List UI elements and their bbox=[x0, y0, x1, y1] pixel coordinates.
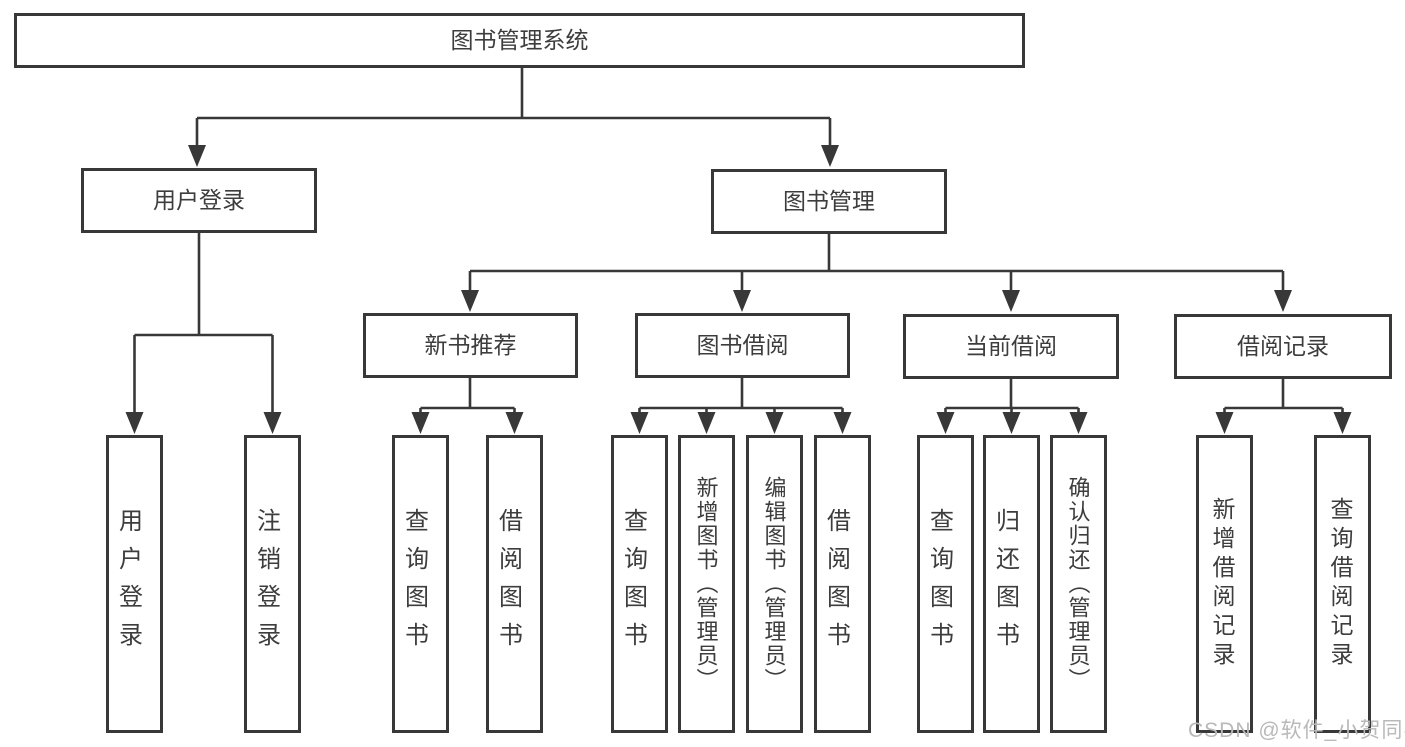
node-label: 查询图书 bbox=[400, 508, 428, 660]
node-label: 图书借阅 bbox=[696, 332, 789, 358]
node-label: 借阅图书 bbox=[494, 508, 522, 660]
node-label: 注销登录 bbox=[252, 508, 280, 660]
node-leaf-borrow-books-2: 借阅图书 bbox=[814, 435, 871, 733]
node-leaf-user-login: 用户登录 bbox=[106, 435, 163, 733]
node-label: 查询借阅记录 bbox=[1327, 497, 1353, 671]
node-label: 借阅图书 bbox=[822, 508, 850, 660]
csdn-watermark: CSDN @软件_小贺同学 bbox=[1188, 719, 1405, 742]
node-label: 新书推荐 bbox=[424, 332, 517, 358]
node-leaf-query-books-1: 查询图书 bbox=[392, 435, 449, 733]
node-label: 归还图书 bbox=[991, 508, 1019, 660]
node-label: 图书管理系统 bbox=[450, 27, 589, 53]
node-user-login-branch: 用户登录 bbox=[81, 168, 317, 233]
node-book-management: 图书管理 bbox=[711, 169, 947, 234]
node-label: 用户登录 bbox=[114, 508, 142, 660]
node-new-book-recommend: 新书推荐 bbox=[363, 313, 578, 378]
node-library-system: 图书管理系统 bbox=[14, 13, 1025, 68]
node-label: 新增图书（管理员） bbox=[693, 476, 719, 692]
node-leaf-add-book-admin: 新增图书（管理员） bbox=[678, 435, 735, 733]
node-current-borrow: 当前借阅 bbox=[903, 314, 1119, 379]
node-book-borrow: 图书借阅 bbox=[635, 313, 850, 378]
node-label: 查询图书 bbox=[619, 508, 647, 660]
node-leaf-logout: 注销登录 bbox=[244, 435, 301, 733]
node-leaf-query-borrow-record: 查询借阅记录 bbox=[1314, 435, 1371, 733]
node-leaf-edit-book-admin: 编辑图书（管理员） bbox=[746, 435, 803, 733]
node-label: 编辑图书（管理员） bbox=[761, 476, 787, 692]
node-leaf-add-borrow-record: 新增借阅记录 bbox=[1196, 435, 1253, 733]
node-borrow-records: 借阅记录 bbox=[1174, 314, 1392, 379]
node-label: 图书管理 bbox=[783, 188, 875, 214]
node-label: 确认归还（管理员） bbox=[1065, 476, 1091, 692]
node-label: 新增借阅记录 bbox=[1209, 497, 1235, 671]
node-label: 查询图书 bbox=[925, 508, 953, 660]
node-leaf-query-books-2: 查询图书 bbox=[611, 435, 668, 733]
node-label: 当前借阅 bbox=[965, 333, 1057, 359]
node-leaf-return-book: 归还图书 bbox=[983, 435, 1040, 733]
node-label: 借阅记录 bbox=[1237, 333, 1329, 359]
node-leaf-borrow-books-1: 借阅图书 bbox=[486, 435, 543, 733]
node-leaf-query-books-3: 查询图书 bbox=[917, 435, 974, 733]
node-label: 用户登录 bbox=[153, 187, 245, 213]
node-leaf-confirm-return-admin: 确认归还（管理员） bbox=[1050, 435, 1107, 733]
